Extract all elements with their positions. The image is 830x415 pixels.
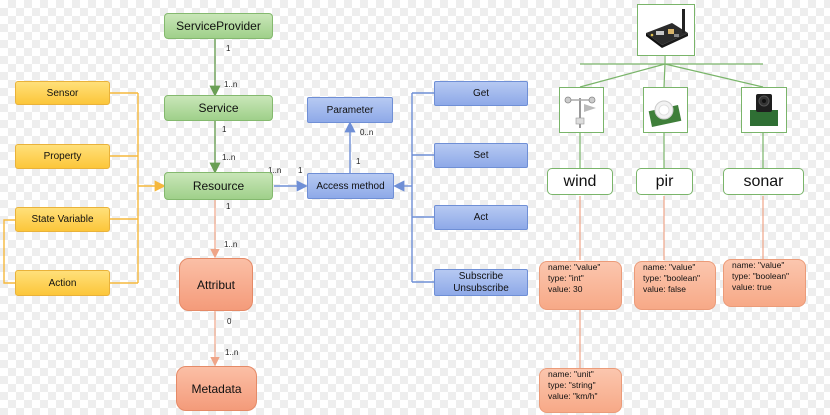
multiplicity-label: 1..n (222, 153, 236, 162)
info-line: type: "boolean" (643, 273, 701, 283)
category-action[interactable]: Action (15, 270, 110, 296)
multiplicity-label: 1 (222, 125, 227, 134)
parameter-box[interactable]: Parameter (307, 97, 393, 123)
category-state-variable[interactable]: State Variable (15, 207, 110, 232)
method-unsubscribe-label: Unsubscribe (453, 282, 509, 294)
category-property[interactable]: Property (15, 144, 110, 169)
sensor-pir-label[interactable]: pir (636, 168, 693, 195)
multiplicity-label: 1..n (224, 240, 238, 249)
info-line: name: "value" (548, 262, 601, 272)
service-box[interactable]: Service (164, 95, 273, 121)
wind-attribute-info: name: "value" type: "int" value: 30 (539, 261, 622, 310)
wind-metadata-info: name: "unit" type: "string" value: "km/h… (539, 368, 622, 413)
method-set[interactable]: Set (434, 143, 528, 168)
pir-attribute-info: name: "value" type: "boolean" value: fal… (634, 261, 716, 310)
method-get[interactable]: Get (434, 81, 528, 106)
info-line: name: "value" (643, 262, 696, 272)
multiplicity-label: 0..n (360, 128, 374, 137)
multiplicity-label: 0 (227, 317, 232, 326)
metadata-box[interactable]: Metadata (176, 366, 257, 411)
attribut-box[interactable]: Attribut (179, 258, 253, 311)
info-line: type: "int" (548, 273, 584, 283)
multiplicity-label: 1 (356, 157, 361, 166)
multiplicity-label: 1..n (224, 80, 238, 89)
sonar-sensor-icon (741, 87, 787, 133)
multiplicity-label: 1 (226, 202, 231, 211)
pir-sensor-icon (643, 87, 688, 133)
sonar-attribute-info: name: "value" type: "boolean" value: tru… (723, 259, 806, 307)
multiplicity-label: 1..n (268, 166, 282, 175)
info-line: value: true (732, 282, 772, 292)
multiplicity-label: 1 (226, 44, 231, 53)
multiplicity-label: 1 (298, 166, 303, 175)
info-line: type: "string" (548, 380, 596, 390)
sensor-sonar-label[interactable]: sonar (723, 168, 804, 195)
info-line: name: "value" (732, 260, 785, 270)
microcontroller-board-icon (637, 4, 695, 56)
service-provider-box[interactable]: ServiceProvider (164, 13, 273, 39)
info-line: type: "boolean" (732, 271, 790, 281)
sensor-wind-label[interactable]: wind (547, 168, 613, 195)
category-sensor[interactable]: Sensor (15, 81, 110, 105)
method-act[interactable]: Act (434, 205, 528, 230)
resource-box[interactable]: Resource (164, 172, 273, 200)
info-line: value: "km/h" (548, 391, 598, 401)
anemometer-icon (559, 87, 604, 133)
method-subscribe-label: Subscribe (458, 270, 504, 282)
method-subscribe-unsubscribe[interactable]: Subscribe Unsubscribe (434, 269, 528, 296)
info-line: value: 30 (548, 284, 583, 294)
access-method-box[interactable]: Access method (307, 173, 394, 199)
info-line: name: "unit" (548, 369, 594, 379)
info-line: value: false (643, 284, 686, 294)
multiplicity-label: 1..n (225, 348, 239, 357)
